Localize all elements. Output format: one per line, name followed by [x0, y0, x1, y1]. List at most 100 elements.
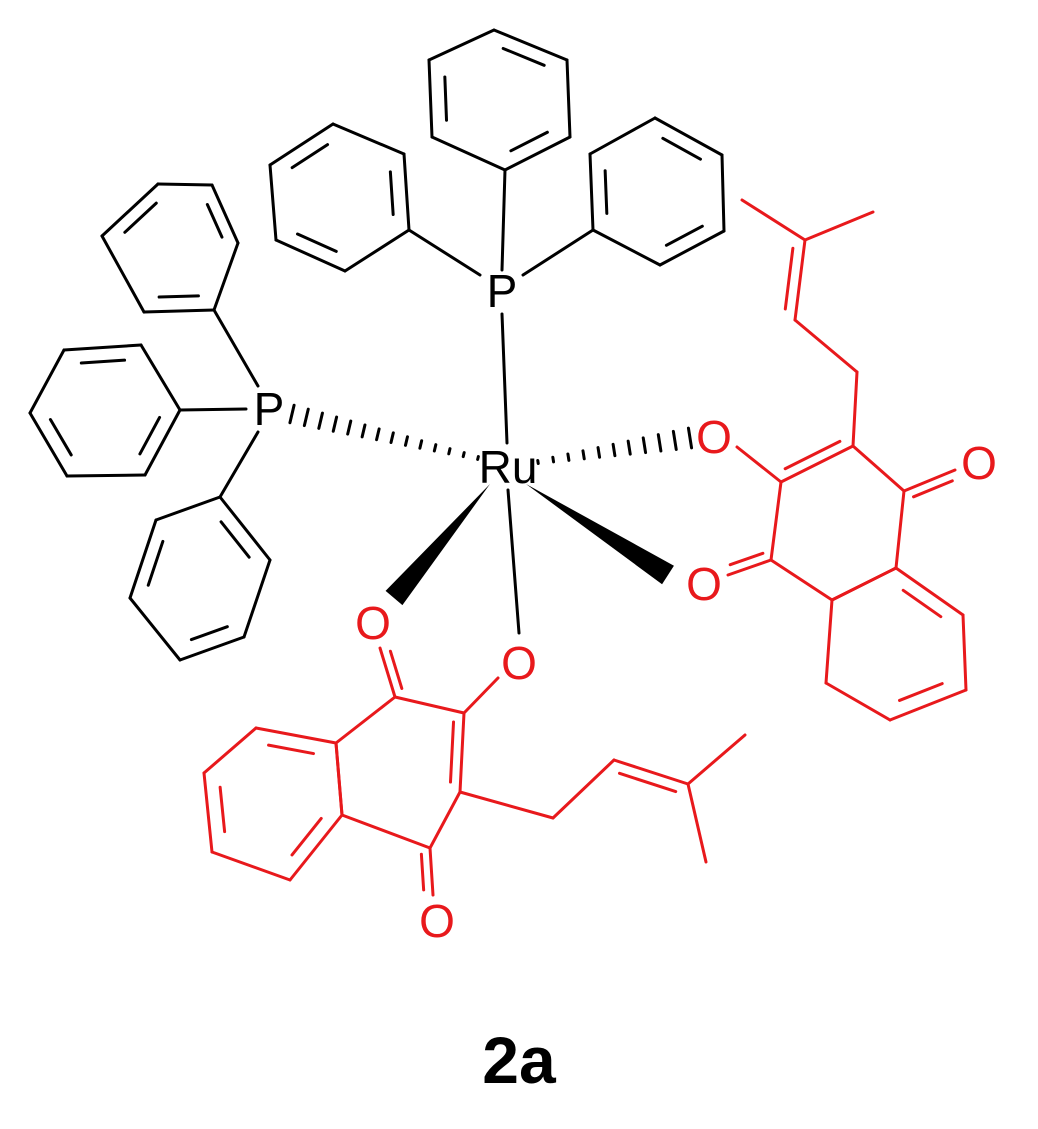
- ru-o-hashed-bond-hash: [611, 442, 617, 458]
- ru-o-wedge-right: [526, 484, 674, 585]
- c-c-double-bond: [793, 238, 807, 322]
- p-ru-hashed-bond-hash: [418, 439, 424, 450]
- c-c-bond: [458, 790, 555, 820]
- c-c-bond: [793, 318, 859, 374]
- ru-o-hashed-bond-hash: [686, 426, 694, 450]
- phenyl-ring-top-right-bond: [591, 228, 662, 267]
- phenyl-ring-left-lower-bond: [242, 558, 272, 639]
- phenyl-ring-top-right-bond: [720, 153, 726, 233]
- c-o-double-bond: [726, 558, 773, 577]
- c-c-bond: [340, 813, 432, 850]
- benzo-ring-bottom-inner-bond: [267, 743, 315, 756]
- benzo-ring-right-inner-bond: [898, 682, 944, 702]
- p-c-bond: [178, 407, 248, 412]
- phenyl-ring-top-right-inner-bond: [603, 169, 609, 215]
- phenyl-ring-top-right-bond: [653, 116, 724, 157]
- phenyl-ring-top-left-bond: [268, 163, 278, 242]
- c-c-double-bond-second: [617, 771, 678, 794]
- p-label-top: P: [487, 265, 518, 317]
- c-o-double-bond-second: [912, 479, 954, 499]
- c-c-bond: [851, 444, 906, 493]
- phenyl-ring-top-inner-bond: [509, 130, 549, 153]
- c-o-double-bond-second: [728, 551, 765, 567]
- benzo-ring-right-bond: [824, 681, 892, 722]
- p-ru-hashed-bond-hash: [476, 455, 480, 461]
- ru-o-hashed-bond-hash: [671, 429, 678, 451]
- c-c-bond: [334, 695, 397, 745]
- benzo-ring-right-bond: [824, 598, 834, 685]
- phenyl-ring-left-lower-inner-bond: [146, 539, 165, 587]
- p-ru-hashed-bond-hash: [302, 407, 310, 428]
- phenyl-ring-top-left-bond: [343, 228, 411, 273]
- phenyl-ring-left-middle-inner-bond: [79, 358, 127, 365]
- phenyl-ring-top-left-bond: [402, 152, 411, 232]
- ru-o-hashed-bond-hash: [656, 433, 663, 453]
- c-o-double-bond: [378, 646, 397, 699]
- c-o-double-bond-second: [419, 852, 426, 892]
- c-c-bond: [769, 558, 834, 602]
- o-label-right-upper: O: [696, 411, 732, 463]
- phenyl-ring-left-upper-bond: [156, 182, 214, 187]
- phenyl-ring-top-left-inner-bond: [296, 232, 338, 253]
- c-o-double-bond-second: [388, 649, 404, 690]
- phenyl-ring-left-middle-bond: [65, 473, 147, 478]
- p-ru-hashed-bond-hash: [432, 443, 438, 453]
- c-c-bond: [803, 210, 875, 242]
- atom-labels: Ru P P O O O O O O: [254, 265, 997, 947]
- p-ru-hashed-bond-hash: [447, 447, 452, 456]
- o-label-quinone-bottom: O: [419, 895, 455, 947]
- phenyl-ring-left-middle-inner-bond: [48, 418, 73, 457]
- phenyl-ring-left-lower-bond: [154, 495, 222, 522]
- phenyl-ring-left-upper-bond: [212, 241, 240, 312]
- c-c-bond: [851, 370, 859, 448]
- phenyl-ring-top-bond: [427, 28, 496, 62]
- ru-o-hashed-bond-hash: [641, 436, 648, 455]
- phenyl-ring-top-left-bond: [274, 238, 347, 273]
- phenyl-ring-top-left-inner-bond: [290, 143, 330, 170]
- c-o-double-bond: [902, 468, 957, 493]
- o-label-bottom-left: O: [355, 597, 391, 649]
- c-c-double-bond: [612, 758, 690, 786]
- compound-label: 2a: [482, 1023, 556, 1097]
- phenyl-ring-top-right-bond: [658, 229, 726, 267]
- phenyl-ring-left-lower-bond: [128, 518, 158, 600]
- p-ru-hashed-bond-hash: [375, 427, 381, 442]
- phenyl-ring-left-lower-bond: [178, 635, 246, 662]
- phenyl-ring-left-lower-bond: [218, 495, 272, 562]
- p-c-bond: [521, 228, 595, 277]
- benzo-ring-bottom-bond: [254, 726, 338, 745]
- p-ru-hashed-bond-hash: [331, 415, 339, 433]
- phenyl-ring-left-middle-bond: [28, 411, 69, 478]
- phenyl-ring-left-lower-bond: [128, 596, 182, 662]
- c-c-double-bond-second: [783, 439, 842, 471]
- p-ru-hashed-bond-hash: [389, 431, 395, 445]
- triphenylphosphine-ligands: [28, 28, 726, 662]
- phenyl-ring-left-upper-inner-bond: [123, 201, 158, 234]
- ru-o-bond: [506, 488, 521, 635]
- p-c-bond: [212, 308, 260, 388]
- phenyl-ring-top-left-inner-bond: [388, 170, 395, 217]
- phenyl-ring-left-upper-bond: [210, 183, 240, 245]
- benzo-ring-bottom-bond: [334, 741, 344, 817]
- phenyl-ring-left-middle-bond: [28, 348, 66, 415]
- c-c-bond: [686, 733, 747, 786]
- ru-o-hashed-bond-hash: [566, 452, 571, 462]
- p-c-bond: [218, 430, 260, 499]
- benzo-ring-right-bond: [894, 566, 965, 617]
- phenyl-ring-top-bond: [430, 135, 507, 172]
- benzo-ring-bottom-bond: [202, 771, 214, 854]
- o-c-bond: [462, 676, 500, 715]
- benzo-ring-bottom-inner-bond: [290, 816, 323, 857]
- ru-o-hashed-bond-hash: [626, 439, 632, 456]
- p-ru-bond: [500, 312, 509, 445]
- c-c-bond: [769, 480, 783, 562]
- ru-o-hashed-bond-hash: [551, 455, 556, 464]
- ru-o-hashed-bond-hash: [581, 449, 586, 461]
- phenyl-ring-top-right-inner-bond: [661, 136, 702, 161]
- phenyl-ring-top-bond: [565, 58, 572, 139]
- phenyl-ring-left-upper-bond: [100, 234, 146, 314]
- ru-o-hashed-bond-hash: [596, 446, 602, 459]
- benzo-ring-bottom-bond: [210, 850, 292, 882]
- phenyl-ring-left-middle-bond: [62, 343, 143, 352]
- ru-o-wedge-left: [385, 484, 490, 606]
